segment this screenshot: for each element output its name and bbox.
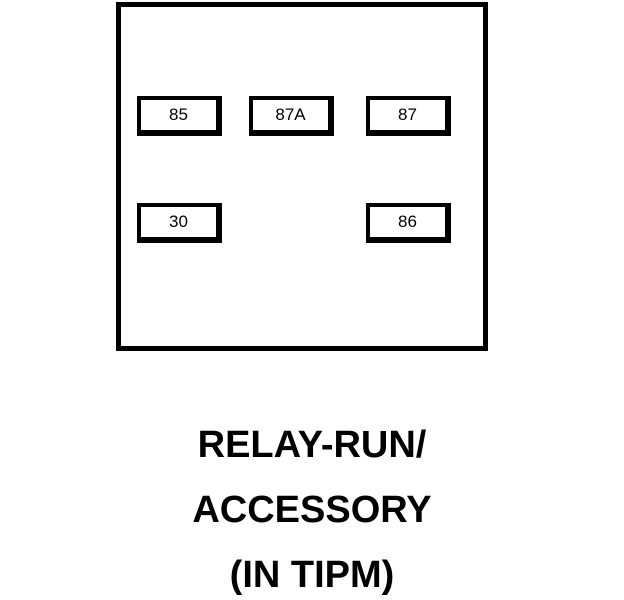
terminal-85-label: 85 <box>169 104 188 124</box>
terminal-86-label: 86 <box>398 211 417 231</box>
terminal-30: 30 <box>137 203 222 243</box>
caption-line-3: (IN TIPM) <box>229 554 395 596</box>
terminal-30-label: 30 <box>169 211 188 231</box>
caption-line-1: RELAY-RUN/ <box>197 424 427 466</box>
terminal-87: 87 <box>366 96 451 136</box>
relay-body-outline <box>116 2 488 351</box>
terminal-87a-label: 87A <box>275 104 306 124</box>
terminal-87a: 87A <box>249 96 334 136</box>
terminal-85: 85 <box>137 96 222 136</box>
terminal-86: 86 <box>366 203 451 243</box>
caption-line-2: ACCESSORY <box>192 489 432 531</box>
terminal-87-label: 87 <box>398 104 417 124</box>
